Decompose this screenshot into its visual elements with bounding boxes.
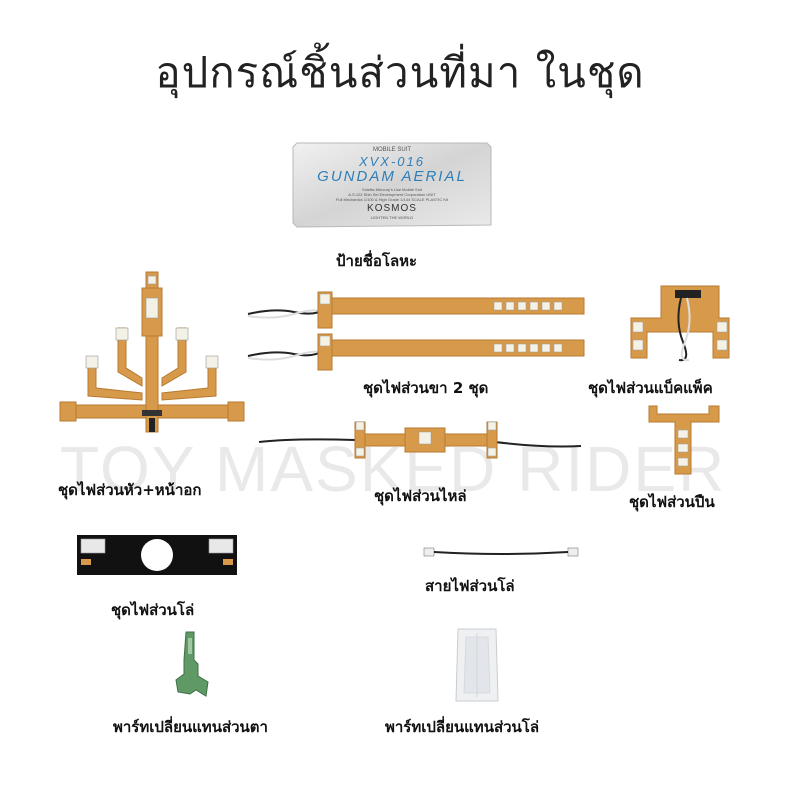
shoulder-pcb-image <box>258 421 582 459</box>
plate-line-3: Full Mechanics 1/100 & High Grade 1/144 … <box>335 197 449 202</box>
plate-line-1: Suletta Mercury's Use Mobile Suit <box>362 187 422 192</box>
metal-name-plate: MOBILE SUIT XVX-016 GUNDAM AERIAL Sulett… <box>291 141 493 229</box>
eye-replacement-part-image <box>175 631 209 697</box>
label-backpack: ชุดไฟส่วนแบ็คแพ็ค <box>588 379 713 397</box>
backpack-pcb-image <box>630 285 730 362</box>
head-chest-pcb-image <box>59 271 245 433</box>
page-title: อุปกรณ์ชิ้นส่วนที่มา ในชุด <box>155 48 645 97</box>
gun-pcb-image <box>648 405 720 475</box>
plate-gundam-name: GUNDAM AERIAL <box>317 168 467 185</box>
plate-brand: KOSMOS <box>367 203 417 214</box>
label-head-chest: ชุดไฟส่วนหัว+หน้าอก <box>58 481 202 499</box>
plate-line-2: A.S.122 Shin Sei Development Corporation… <box>348 192 436 197</box>
label-shield-cable: สายไฟส่วนโล่ <box>425 577 515 595</box>
leg-light-strips-image <box>247 291 585 371</box>
label-legs: ชุดไฟส่วนขา 2 ชุด <box>363 379 489 397</box>
plate-background <box>292 142 492 228</box>
shield-replacement-part-image <box>455 628 499 702</box>
plate-model-no: XVX-016 <box>358 154 426 169</box>
label-shield-part: พาร์ทเปลี่ยนแทนส่วนโล่ <box>385 718 540 736</box>
label-gun: ชุดไฟส่วนปืน <box>629 493 715 511</box>
label-eye-part: พาร์ทเปลี่ยนแทนส่วนตา <box>113 718 268 736</box>
shield-cable-image <box>423 547 579 557</box>
plate-mobile-suit: MOBILE SUIT <box>372 147 411 153</box>
label-metal-plate: ป้ายชื่อโลหะ <box>336 252 418 270</box>
label-shoulder: ชุดไฟส่วนไหล่ <box>374 487 467 505</box>
plate-slogan: LIGHTEN THE WORLD <box>370 215 414 220</box>
label-shield-light: ชุดไฟส่วนโล่ <box>111 601 195 619</box>
shield-light-pcb-image <box>77 535 237 575</box>
